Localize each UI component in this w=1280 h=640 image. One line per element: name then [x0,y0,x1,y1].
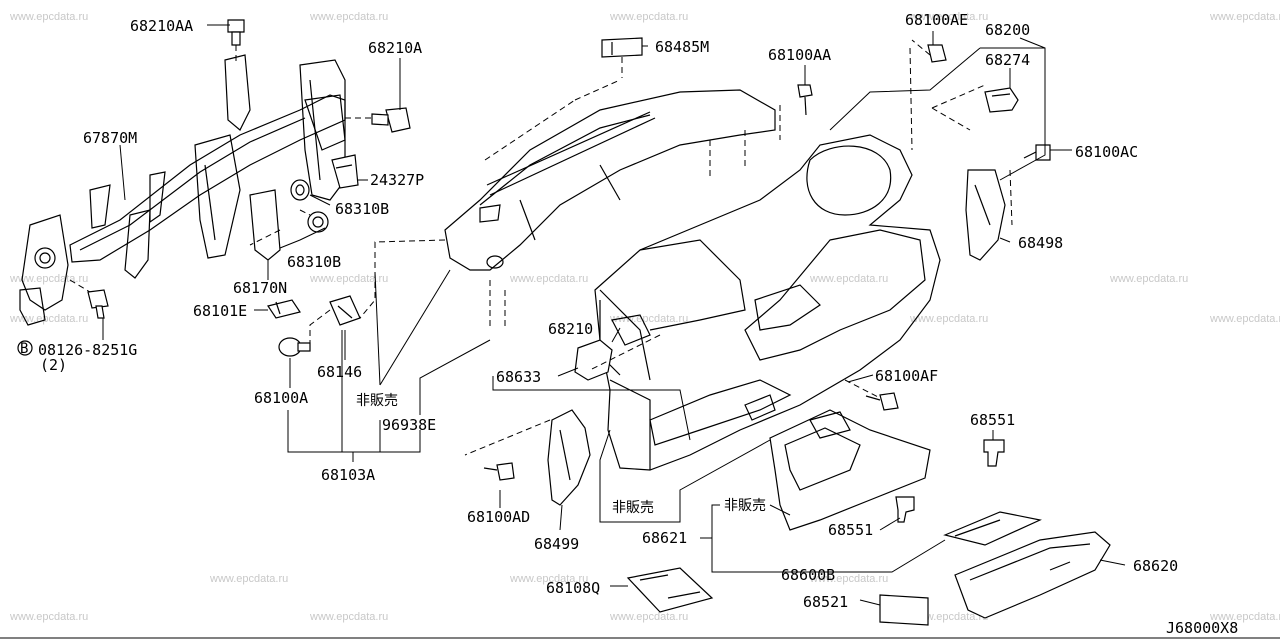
label-68210A[interactable]: 68210A [368,39,422,57]
label-68200[interactable]: 68200 [985,21,1030,39]
label-68100AE[interactable]: 68100AE [905,11,968,29]
label-68100AA[interactable]: 68100AA [768,46,831,64]
watermark: www.epcdata.ru [609,313,688,325]
label-68521[interactable]: 68521 [803,593,848,611]
label-68210AA[interactable]: 68210AA [130,17,193,35]
watermark: www.epcdata.ru [909,11,988,23]
leader-lines [102,24,1126,606]
diagram-code: J68000X8 [1166,619,1238,637]
part-68521 [879,594,929,626]
screw-68100AC [1023,144,1051,161]
label-68485M[interactable]: 68485M [655,38,709,56]
screw-68100AD [483,462,515,481]
bolt-08126-8251G [69,279,109,319]
bracket-68210 [611,314,651,346]
watermark: www.epcdata.ru [809,573,888,585]
label-68274[interactable]: 68274 [985,51,1030,69]
screw-68100A [278,337,311,357]
label-68633[interactable]: 68633 [496,368,541,386]
watermark: www.epcdata.ru [309,611,388,623]
bracket-68146 [329,295,361,326]
dashed-guides [249,47,1013,456]
part-labels: 68210AA 68485M 68100AA 68100AE 68200 682… [38,11,1238,637]
grommet-68310B-lower [307,211,329,233]
watermark: www.epcdata.ru [909,313,988,325]
label-08126-8251G[interactable]: 08126-8251G [38,341,137,359]
steering-member-67870M [19,54,346,326]
label-68170N[interactable]: 68170N [233,279,287,297]
label-67870M[interactable]: 67870M [83,129,137,147]
label-68146[interactable]: 68146 [317,363,362,381]
label-68551-lower[interactable]: 68551 [828,521,873,539]
grommet-68310B-upper [290,179,310,201]
latch-68600B [943,511,1042,546]
watermark: www.epcdata.ru [1109,273,1188,285]
side-cover-68498 [965,169,1006,261]
vent-68274 [984,87,1019,113]
label-68103A[interactable]: 68103A [321,466,375,484]
watermark: www.epcdata.ru [9,611,88,623]
label-68100AF[interactable]: 68100AF [875,367,938,385]
watermark: www.epcdata.ru [9,11,88,23]
label-68101E[interactable]: 68101E [193,302,247,320]
label-08126-qty: (2) [40,356,67,374]
watermark: www.epcdata.ru [309,11,388,23]
label-96938E[interactable]: 96938E [382,416,436,434]
bolt-68210A [345,107,411,133]
label-68600B[interactable]: 68600B [781,566,835,584]
bracket-68633 [574,339,613,381]
screw-68100AA [797,84,813,116]
bolt-type-marker [17,340,33,356]
watermark: www.epcdata.ru [1209,611,1280,623]
label-68210[interactable]: 68210 [548,320,593,338]
label-68100A[interactable]: 68100A [254,389,308,407]
upper-panel-68200 [444,89,776,271]
bolt-68210AA [227,19,245,62]
label-24327P[interactable]: 24327P [370,171,424,189]
bolt-type-letter: B [20,341,28,357]
label-68100AD[interactable]: 68100AD [467,508,530,526]
label-68498[interactable]: 68498 [1018,234,1063,252]
label-68551-right[interactable]: 68551 [970,411,1015,429]
label-68310B-upper[interactable]: 68310B [335,200,389,218]
label-not-for-sale-1: 非販売 [356,393,398,409]
label-68310B-lower[interactable]: 68310B [287,253,341,271]
clip-24327P [331,154,359,189]
watermark: www.epcdata.ru [309,273,388,285]
watermark: www.epcdata.ru [609,11,688,23]
watermark: www.epcdata.ru [209,573,288,585]
label-not-for-sale-3: 非販売 [612,500,654,516]
label-not-for-sale-2: 非販売 [724,498,766,514]
label-68108Q[interactable]: 68108Q [546,579,600,597]
label-68621[interactable]: 68621 [642,529,687,547]
watermark: www.epcdata.ru [9,273,88,285]
glove-box-lid-68620 [954,531,1111,619]
watermark-layer: www.epcdata.ru www.epcdata.ru www.epcdat… [9,11,1280,623]
watermark: www.epcdata.ru [1209,11,1280,23]
clip-68101E [267,299,301,319]
screw-68100AE [911,39,947,63]
watermark: www.epcdata.ru [509,573,588,585]
watermark: www.epcdata.ru [809,273,888,285]
watermark: www.epcdata.ru [609,611,688,623]
watermark: www.epcdata.ru [1209,313,1280,325]
watermark: www.epcdata.ru [909,611,988,623]
watermark: www.epcdata.ru [9,313,88,325]
stopper-68551-right [983,439,1005,467]
instrument-panel-body [594,134,941,471]
screw-68100AF [865,392,899,411]
watermark: www.epcdata.ru [509,273,588,285]
label-68620[interactable]: 68620 [1133,557,1178,575]
label-68499[interactable]: 68499 [534,535,579,553]
clip-68485M [601,37,643,78]
stopper-68551-lower [895,496,915,523]
lower-cover-68499 [547,409,591,506]
label-68100AC[interactable]: 68100AC [1075,143,1138,161]
glove-box-frame [769,409,931,531]
mat-68108Q [626,567,714,613]
